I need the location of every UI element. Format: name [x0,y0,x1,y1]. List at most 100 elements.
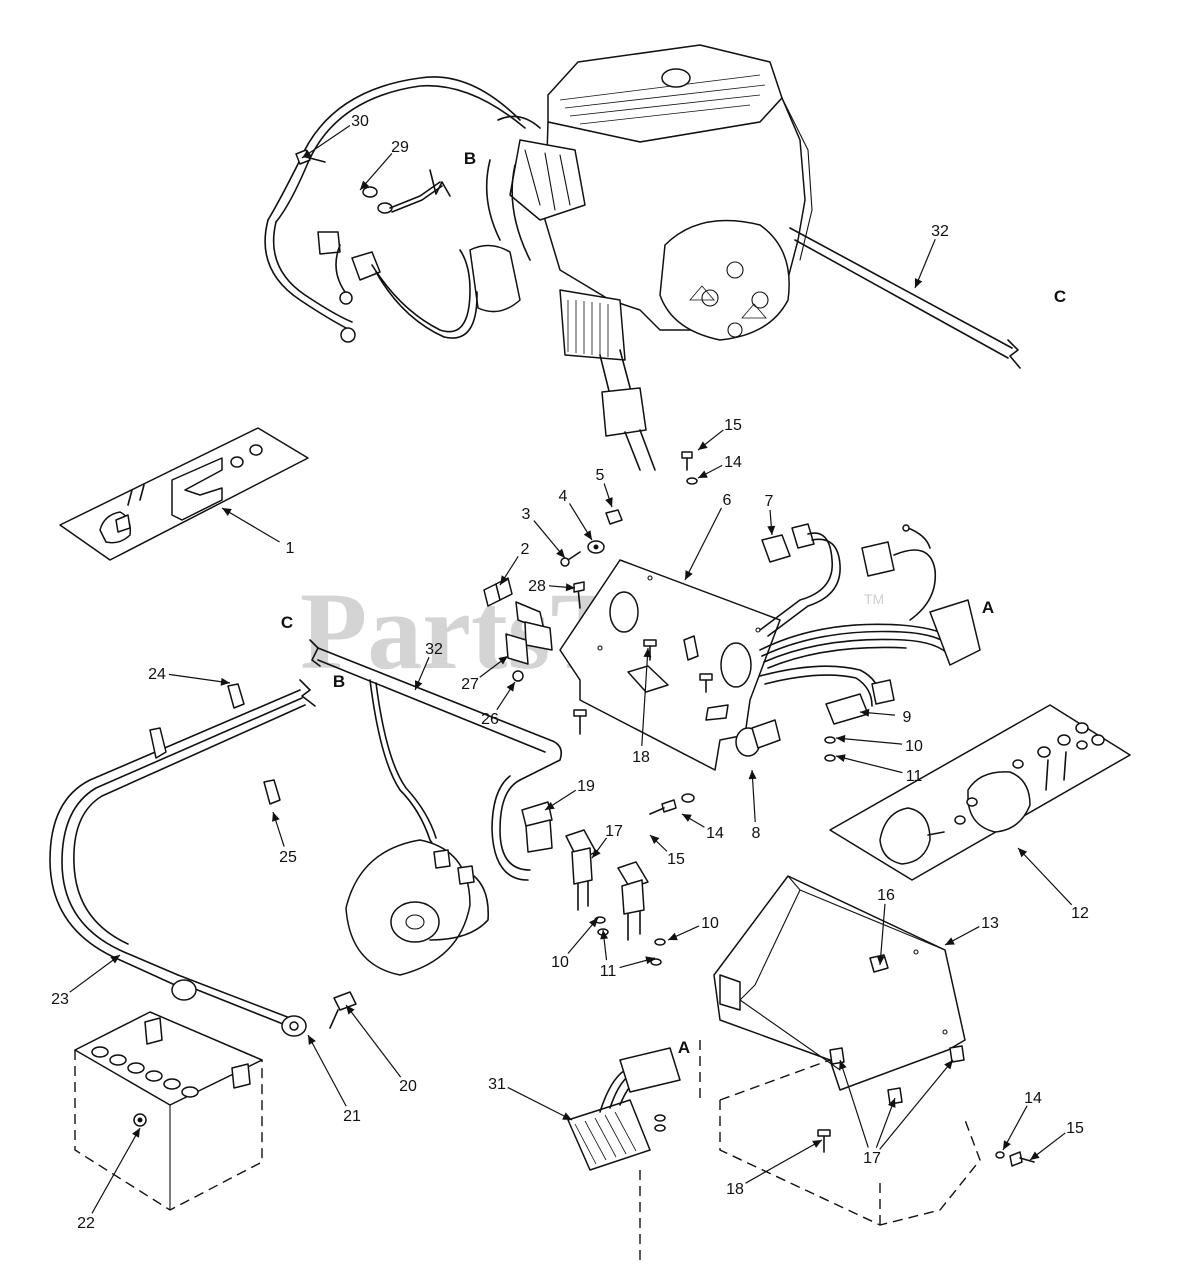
callout-c21: 21 [343,1108,361,1125]
arrowhead-c16 [876,955,885,965]
callout-c13: 13 [981,915,999,932]
callout-c32a: 32 [931,223,949,240]
section-letter-lA2: A [678,1038,690,1057]
leader-lines [69,124,1073,1214]
section-letter-lA1: A [982,598,994,617]
section-letter-lC2: C [281,613,293,632]
arrowhead-c2 [500,575,509,585]
callout-c24: 24 [148,666,166,683]
callout-c16: 16 [877,887,895,904]
items-9-10-11 [824,679,895,762]
leader-c10a [835,737,903,745]
callout-c22: 22 [77,1215,95,1232]
arrowhead-c14a [698,470,708,478]
callout-c31: 31 [488,1076,506,1093]
arrowhead-c4 [583,530,592,540]
arrowhead-c10a [836,734,846,743]
leader-c31 [507,1086,573,1121]
arrowhead-c19 [545,801,555,810]
callout-c30: 30 [351,113,369,130]
arrowhead-c20 [346,1005,355,1015]
arrowhead-c8 [748,770,757,780]
arrowhead-c3 [556,548,565,558]
callout-c25: 25 [279,849,297,866]
leader-c12 [1017,847,1073,906]
callout-c7: 7 [765,493,774,510]
arrowhead-c11c [645,956,655,965]
arrowhead-c5 [605,497,613,507]
section-letter-lB2: B [333,672,345,691]
arrowhead-c6 [685,570,693,580]
callout-c12: 12 [1071,905,1089,922]
arrowhead-c18b [812,1140,822,1148]
arrowhead-c14c [1003,1140,1011,1150]
callout-c11a: 11 [906,768,923,785]
leader-c17d [879,1059,954,1150]
arrowhead-c25 [272,812,280,822]
section-letter-lB1: B [464,149,476,168]
arrowhead-c26 [506,682,515,692]
bolt-item-20 [329,991,357,1029]
callout-c27: 27 [461,676,479,693]
arrowhead-c1 [222,508,232,516]
callout-c3: 3 [522,506,531,523]
connectors-17-19 [521,793,695,966]
leader-c21 [307,1034,347,1107]
parts-29-30 [295,149,451,214]
leader-c22 [91,1127,141,1214]
callout-c20: 20 [399,1078,417,1095]
leader-c16 [879,903,886,966]
section-letters: B C A C B A [281,149,1066,1057]
leader-c20 [345,1004,402,1078]
arrowhead-c32a [914,278,923,288]
callout-c15c: 15 [1066,1120,1084,1137]
clips-24-25 [149,683,281,805]
callout-c28: 28 [528,578,546,595]
arrowhead-c11a [836,754,846,763]
callout-c15b: 15 [667,851,685,868]
callout-c17b: 17 [863,1150,881,1167]
arrowhead-c15b [650,835,660,844]
arrowhead-c12 [1018,848,1028,858]
callout-c15a: 15 [724,417,742,434]
arrowhead-c15c [1030,1151,1040,1160]
box-item-13 [713,875,1035,1226]
battery-item-22 [74,1011,263,1211]
callout-c10a: 10 [905,738,923,755]
horn-motor [345,839,490,976]
section-letter-lC1: C [1054,287,1066,306]
callout-c18b: 18 [726,1181,744,1198]
callout-c19: 19 [577,778,595,795]
callout-c10b: 10 [701,915,719,932]
leader-c23 [69,954,121,993]
callout-c26: 26 [481,711,499,728]
leader-c24 [168,673,231,684]
arrowhead-c32b [415,680,423,690]
connector-item-31 [567,1040,701,1260]
arrowhead-c30 [302,149,312,158]
engine-harness [264,76,526,343]
cable-32-upper [789,227,1021,369]
leader-c17b [839,1059,869,1148]
callout-c2: 2 [521,541,530,558]
callout-c14c: 14 [1024,1090,1042,1107]
arrowhead-c23 [110,955,120,964]
leader-c11a [835,755,903,774]
engine-assembly [469,44,813,471]
callout-c14b: 14 [706,825,724,842]
arrowhead-c21 [308,1035,316,1045]
arrowhead-c7 [767,525,776,535]
arrowhead-c17a [592,848,601,858]
arrowhead-c24 [220,677,230,686]
callout-c6: 6 [723,492,732,509]
watermark-trademark: TM [864,591,884,607]
arrowhead-c10b [668,932,678,941]
leader-c18b [745,1139,823,1184]
arrowhead-c14b [682,814,692,822]
callout-c29: 29 [391,139,409,156]
harness-item-7-a [759,523,981,707]
callout-c18a: 18 [632,749,650,766]
arrowhead-c28 [565,583,575,592]
